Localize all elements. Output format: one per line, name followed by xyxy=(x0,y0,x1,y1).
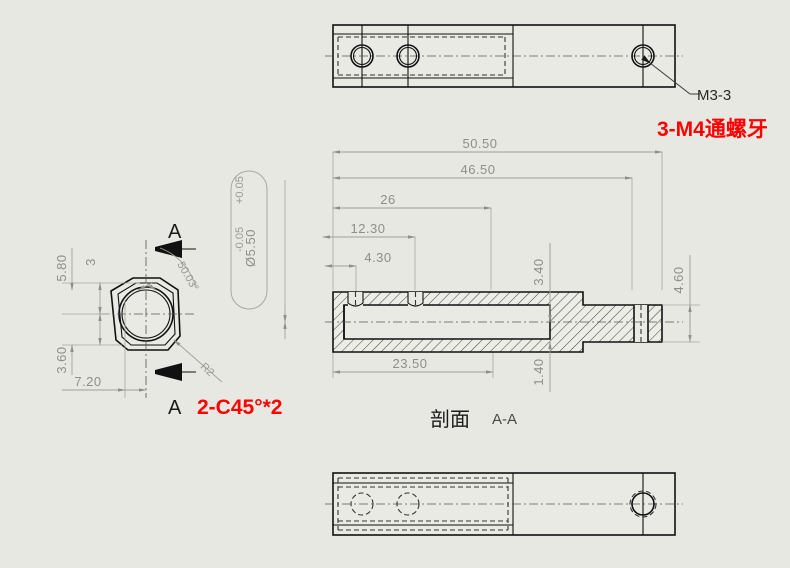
section-arrow-label-bottom: A xyxy=(168,397,182,419)
dim-7-20: 7.20 xyxy=(74,374,101,389)
section-label-id: A-A xyxy=(492,411,517,428)
tol-diameter: Ø5.50 xyxy=(243,229,258,267)
dim-3: 3 xyxy=(83,258,98,266)
dim-3-60: 3.60 xyxy=(54,346,69,373)
horizontal-dimensions: 50.50 46.50 26 12.30 4.30 23.50 xyxy=(322,136,663,378)
dim-4-30: 4.30 xyxy=(364,250,391,265)
dim-26: 26 xyxy=(380,192,395,207)
top-view: M3-3 xyxy=(325,24,731,104)
dim-4-60: 4.60 xyxy=(671,266,686,293)
tol-upper: +0.05 xyxy=(234,176,246,204)
section-view xyxy=(325,291,683,353)
chamfer-callout-red: 2-C45°*2 xyxy=(197,396,282,419)
bottom-view xyxy=(325,472,683,536)
dim-3-40: 3.40 xyxy=(531,258,546,285)
dim-23-50: 23.50 xyxy=(392,356,427,371)
end-view-dimensions: 5.80 3 3.60 7.20 xyxy=(54,248,147,398)
vertical-dimensions: 3.40 1.40 4.60 xyxy=(531,243,700,392)
section-label-cjk: 剖面 xyxy=(430,407,470,431)
dim-46-50: 46.50 xyxy=(460,162,495,177)
dim-12-30: 12.30 xyxy=(350,221,385,236)
section-arrow-label-top: A xyxy=(168,221,182,243)
dim-5-80: 5.80 xyxy=(54,254,69,281)
tolerance-callout: Ø5.50 +0.05 -0.05 xyxy=(230,170,287,339)
dim-1-40: 1.40 xyxy=(531,358,546,385)
thread-callout-m3: M3-3 xyxy=(697,87,731,104)
dim-50-50: 50.50 xyxy=(462,136,497,151)
tol-lower: -0.05 xyxy=(234,227,246,252)
thread-callout-m4-red: 3-M4通螺牙 xyxy=(657,118,768,141)
